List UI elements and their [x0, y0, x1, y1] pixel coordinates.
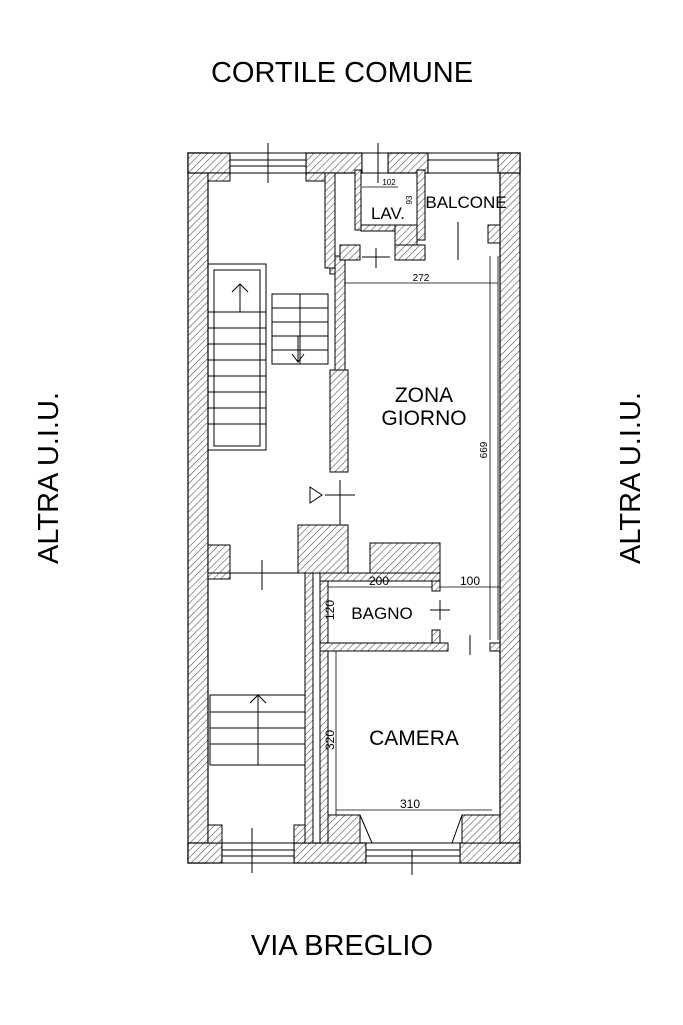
room-bagno-label: BAGNO — [351, 604, 412, 623]
dim-camera-width: 310 — [400, 797, 420, 811]
dim-passage-width: 100 — [460, 574, 480, 588]
staircase-top — [207, 263, 329, 451]
dim-lav-width: 102 — [382, 178, 396, 187]
room-balcone-label: BALCONE — [425, 193, 506, 212]
top-street-label: CORTILE COMUNE — [211, 57, 473, 89]
room-lav-label: LAV. — [371, 204, 405, 223]
interior-walls — [207, 169, 501, 844]
dim-bagno-width: 200 — [369, 574, 389, 588]
dim-zona-width: 272 — [413, 273, 430, 284]
staircase-bottom — [209, 694, 306, 766]
dim-lav-depth: 93 — [405, 195, 414, 204]
room-zona-label-2: GIORNO — [381, 407, 466, 430]
room-zona-label-1: ZONA — [395, 384, 453, 407]
dim-zona-length: 669 — [479, 441, 490, 458]
dim-bagno-depth: 120 — [323, 600, 337, 620]
bottom-street-label: VIA BREGLIO — [251, 930, 433, 962]
left-side-label: ALTRA U.I.U. — [33, 392, 65, 564]
dim-camera-depth: 320 — [323, 730, 337, 750]
right-side-label: ALTRA U.I.U. — [615, 392, 647, 564]
dimension-lines — [328, 186, 500, 815]
room-camera-label: CAMERA — [369, 727, 459, 750]
door-marks — [230, 143, 471, 875]
